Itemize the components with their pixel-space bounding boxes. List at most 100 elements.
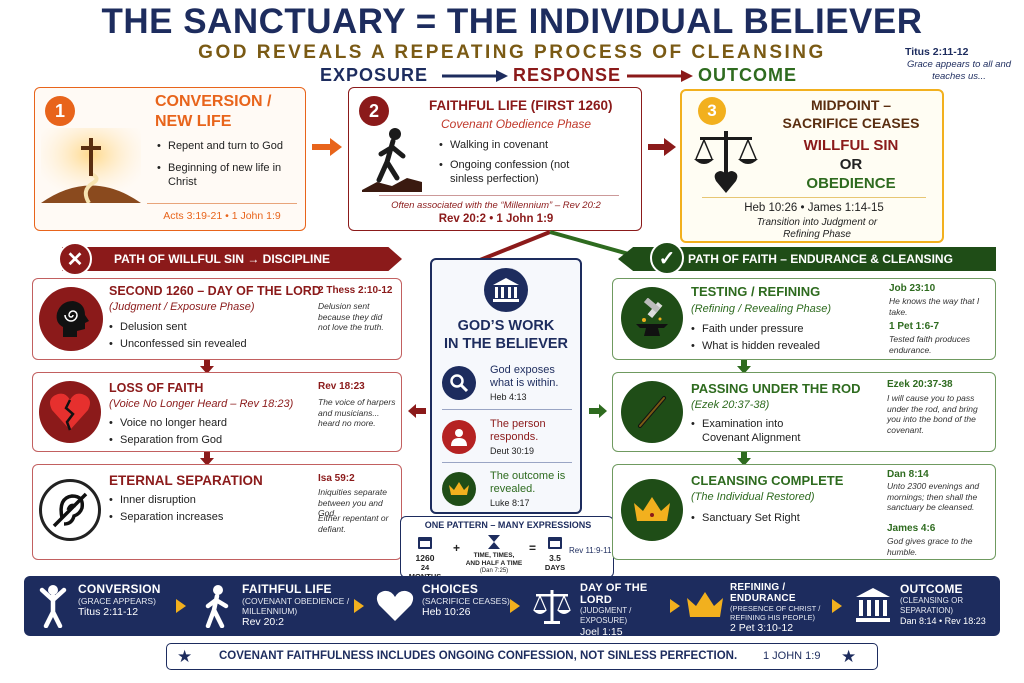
calendar-icon [418,537,432,549]
card-ref: Ezek 20:37-38 [887,379,953,390]
path-left-label: PATH OF WILLFUL SIN → DISCIPLINE [114,252,330,266]
flow-title: DAY OF THE LORD [580,582,648,606]
hourglass-icon [488,535,500,549]
flow-item-outcome: OUTCOME (CLEANSING OR SEPARATION) Dan 8:… [900,582,998,626]
arrow-right-icon [442,70,508,82]
pattern-ref: Rev 11:9-11 [569,546,612,555]
arrow-down-icon [737,452,751,466]
scales-heart-icon [694,131,758,193]
flow-sub: (CLEANSING OR SEPARATION) [900,596,964,615]
person-icon [442,420,476,454]
arrow-right-icon [510,599,520,613]
flow-outcome: OUTCOME [698,65,797,85]
pattern-b-label-l1: TIME, TIMES, [473,552,515,559]
check-icon: ✓ [650,241,684,275]
center-item-ref: Luke 8:17 [490,498,530,508]
star-icon: ★ [177,647,193,666]
footer-text: COVENANT FAITHFULNESS INCLUDES ONGOING C… [219,650,738,662]
divider [702,197,926,198]
pattern-title: ONE PATTERN – MANY EXPRESSIONS [424,520,592,530]
bullet: Inner disruption [109,493,289,507]
step-3-title-l2: SACRIFICE CEASES [782,115,920,131]
bullet: Unconfessed sin revealed [109,337,289,351]
arrow-down-icon [200,360,214,374]
arrow-right-icon [627,70,693,82]
left-card-3: ETERNAL SEPARATION Inner disruption Sepa… [32,464,402,560]
step-2-card: 2 FAITHFUL LIFE (FIRST 1260) Covenant Ob… [348,87,642,231]
card-ref: Isa 59:2 [318,473,355,484]
card-title: SECOND 1260 – DAY OF THE LORD [109,284,321,298]
flow-title: REFINING / ENDURANCE [730,582,796,604]
scales-icon [533,590,571,624]
card-bullets: Sanctuary Set Right [691,511,841,525]
heart-icon [376,590,414,621]
step-1-refs: Acts 3:19-21 • 1 John 1:9 [163,210,281,222]
person-arms-up-icon [39,585,67,628]
flow-ref: Heb 10:26 [422,606,471,618]
arrow-right-icon [648,138,676,156]
center-item-text: The outcome is revealed. [490,470,566,495]
choice-obedience: OBEDIENCE [806,175,896,192]
card-ref: Job 23:10 [889,283,936,294]
left-card-2: LOSS OF FAITH (Voice No Longer Heard – R… [32,372,402,452]
divider [379,195,619,196]
page-subtitle: GOD REVEALS A REPEATING PROCESS OF CLEAN… [198,42,826,63]
bullet: Ongoing confession (not sinless perfecti… [439,158,589,186]
center-title-l2: IN THE BELIEVER [443,336,569,352]
left-card-1: SECOND 1260 – DAY OF THE LORD (Judgment … [32,278,402,360]
card-bullets: Faith under pressure What is hidden reve… [691,322,871,353]
close-icon: ✕ [58,242,92,276]
bullet: Examination into Covenant Alignment [691,417,821,445]
card-note: Delusion sent because they did not love … [318,301,384,332]
bullet: Separation increases [109,510,289,524]
footer-banner: ★ COVENANT FAITHFULNESS INCLUDES ONGOING… [166,643,878,670]
path-left-banner: PATH OF WILLFUL SIN → DISCIPLINE [62,247,402,271]
pattern-c-num: 3.5 [549,553,561,563]
center-item-text: The person responds. [490,418,546,443]
star-icon: ★ [841,647,857,666]
arrow-left-icon [408,404,426,418]
flow-title: CHOICES [422,582,479,596]
step-3-refs: Heb 10:26 • James 1:14-15 [744,202,884,214]
pattern-c-label: DAYS [544,563,566,572]
pattern-b-label-l2: AND HALF A TIME [465,560,523,567]
arrow-right-icon [670,599,680,613]
center-item-text: God exposes what is within. [490,364,559,389]
path-right-label: PATH OF FAITH – ENDURANCE & CLEANSING [688,252,953,266]
center-item-ref: Heb 4:13 [490,392,527,402]
anvil-hammer-icon [621,287,683,349]
step-1-card: 1 CONVERSION / NEW LIFE Repent and turn … [34,87,306,231]
arrow-right-icon [312,138,342,156]
calendar-icon [548,537,562,549]
head-spiral-icon [39,287,103,351]
temple-icon [856,588,890,622]
crown-icon [621,479,683,541]
bullet: Delusion sent [109,320,289,334]
card-title: PASSING UNDER THE ROD [691,381,861,396]
pattern-eq: = [529,541,537,555]
flow-response: RESPONSE [513,65,622,85]
card-ref: 2 Thess 2:10-12 [318,285,393,296]
pattern-b-ref: (Dan 7:25) [479,568,509,574]
flow-sub: (GRACE APPEARS) [78,596,156,606]
bullet: What is hidden revealed [691,339,871,353]
flow-title: CONVERSION [78,582,161,596]
crown-icon [687,592,723,617]
card-ref-2: 1 Pet 1:6-7 [889,321,940,332]
corner-ref: Titus 2:11-12 [905,46,969,58]
card-subtitle: (Judgment / Exposure Phase) [109,301,255,313]
flow-ref: Titus 2:11-12 [78,606,139,618]
card-note-2: God gives grace to the humble. [887,536,973,557]
arrow-right-icon [176,599,186,613]
bullet: Beginning of new life in Christ [157,161,297,189]
flow-item-refining: REFINING / ENDURANCE (PRESENCE OF CHRIST… [730,582,842,634]
step-3-title-l1: MIDPOINT – [810,97,892,113]
flow-ref: Rev 20:2 [242,616,285,628]
rod-icon [621,381,683,443]
step-3-card: 3 MIDPOINT – SACRIFICE CEASES WILLFUL SI… [680,89,944,243]
deaf-ear-icon [39,479,101,541]
divider [442,462,572,463]
card-bullets: Inner disruption Separation increases [109,493,289,524]
step-number: 1 [45,96,75,126]
flow-item-conversion: CONVERSION (GRACE APPEARS) Titus 2:11-12 [78,582,170,618]
